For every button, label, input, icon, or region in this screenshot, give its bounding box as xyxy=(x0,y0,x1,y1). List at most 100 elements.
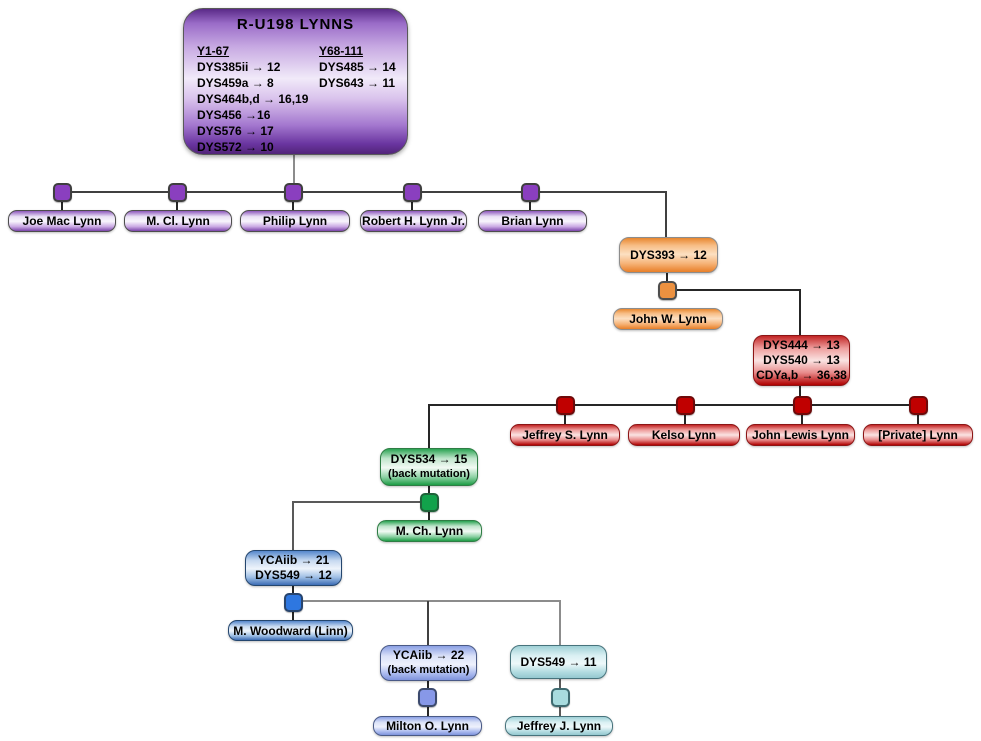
connector xyxy=(300,600,561,602)
connector xyxy=(559,601,561,645)
mutation-box: YCAiib → 21 DYS549 → 12 xyxy=(245,550,342,586)
marker: DYS572 → 10 xyxy=(197,140,274,154)
person-name: M. Woodward (Linn) xyxy=(233,623,348,638)
person-name: John Lewis Lynn xyxy=(752,428,849,442)
connector xyxy=(666,272,668,284)
connector xyxy=(917,414,919,424)
connector xyxy=(293,155,295,192)
person-name: Brian Lynn xyxy=(501,214,564,228)
junction-node-green xyxy=(420,493,439,512)
junction-node-red xyxy=(909,396,928,415)
mutation-label: DYS549 → 12 xyxy=(255,568,332,582)
connector xyxy=(428,511,430,521)
junction-node-orange xyxy=(658,281,677,300)
mutation-label: DYS444 → 13 xyxy=(763,338,840,352)
junction-node-cyan xyxy=(551,688,570,707)
connector xyxy=(61,191,667,193)
connector xyxy=(411,199,413,211)
connector xyxy=(61,199,63,211)
column-header: Y68-111 xyxy=(319,44,364,58)
connector xyxy=(665,191,667,237)
mutation-label: DYS393 → 12 xyxy=(630,247,707,262)
connector xyxy=(427,704,429,717)
connector xyxy=(801,414,803,424)
mutation-box: DYS393 → 12 xyxy=(619,237,718,273)
marker: DYS576 → 17 xyxy=(197,124,274,138)
person-box: Joe Mac Lynn xyxy=(8,210,116,232)
marker: DYS643 → 11 xyxy=(319,76,396,90)
person-name: John W. Lynn xyxy=(629,312,707,326)
person-box: John Lewis Lynn xyxy=(746,424,855,446)
person-name: M. Cl. Lynn xyxy=(146,214,210,228)
person-name: Jeffrey S. Lynn xyxy=(522,428,608,442)
person-box: Kelso Lynn xyxy=(628,424,740,446)
marker: DYS459a → 8 xyxy=(197,76,274,90)
column-header: Y1-67 xyxy=(197,44,230,58)
mutation-label: YCAiib → 21 xyxy=(257,553,330,567)
junction-node-purple xyxy=(403,183,422,202)
marker: DYS464b,d → 16,19 xyxy=(197,92,309,106)
person-box: Philip Lynn xyxy=(240,210,350,232)
connector xyxy=(559,704,561,717)
mutation-label: CDYa,b → 36,38 xyxy=(756,368,847,382)
connector xyxy=(667,289,801,291)
person-box: Jeffrey S. Lynn xyxy=(510,424,620,446)
junction-node-red xyxy=(793,396,812,415)
connector xyxy=(427,679,429,690)
junction-node-periwinkle xyxy=(418,688,437,707)
connector xyxy=(292,199,294,211)
mutation-label: DYS549 → 11 xyxy=(520,654,597,669)
mutation-note: (back mutation) xyxy=(387,664,470,676)
person-box: Brian Lynn xyxy=(478,210,587,232)
person-name: Milton O. Lynn xyxy=(386,719,469,733)
connector xyxy=(292,610,294,621)
connector xyxy=(292,584,294,594)
connector xyxy=(176,199,178,211)
connector xyxy=(799,385,801,406)
marker: DYS385ii → 12 xyxy=(197,60,281,74)
connector xyxy=(292,501,422,503)
mutation-box: DYS549 → 11 xyxy=(510,645,607,679)
person-box: Milton O. Lynn xyxy=(373,716,482,736)
person-name: Kelso Lynn xyxy=(651,428,717,442)
marker: DYS456 →16 xyxy=(197,108,271,122)
marker: DYS485 → 14 xyxy=(319,60,396,74)
junction-node-red xyxy=(676,396,695,415)
connector xyxy=(684,414,686,424)
mutation-box: DYS534 → 15 (back mutation) xyxy=(380,448,478,486)
connector xyxy=(799,289,801,335)
person-name: M. Ch. Lynn xyxy=(395,524,464,538)
person-name: Joe Mac Lynn xyxy=(22,214,102,228)
junction-node-purple xyxy=(284,183,303,202)
mutation-label: DYS540 → 13 xyxy=(763,353,840,367)
person-box: John W. Lynn xyxy=(613,308,723,330)
mutation-note: (back mutation) xyxy=(388,468,470,480)
mutation-label: DYS534 → 15 xyxy=(390,452,468,466)
person-box: Robert H. Lynn Jr. xyxy=(360,210,467,232)
connector xyxy=(428,404,919,406)
root-haplogroup-box: R-U198 LYNNS Y1-67 DYS385ii → 12 DYS459a… xyxy=(183,8,408,155)
junction-node-purple xyxy=(521,183,540,202)
person-box: M. Cl. Lynn xyxy=(124,210,232,232)
junction-node-red xyxy=(556,396,575,415)
marker-column-y1-67: Y1-67 DYS385ii → 12 DYS459a → 8 DYS464b,… xyxy=(197,43,308,155)
person-name: [Private] Lynn xyxy=(878,428,958,442)
person-name: Jeffrey J. Lynn xyxy=(516,719,602,733)
root-title: R-U198 LYNNS xyxy=(236,16,355,33)
person-name: Philip Lynn xyxy=(262,214,328,228)
mutation-box: DYS444 → 13 DYS540 → 13 CDYa,b → 36,38 xyxy=(753,335,850,386)
person-name: Robert H. Lynn Jr. xyxy=(362,214,465,228)
junction-node-blue xyxy=(284,593,303,612)
mutation-box: YCAiib → 22 (back mutation) xyxy=(380,645,477,681)
connector xyxy=(529,199,531,211)
connector xyxy=(564,414,566,424)
person-box: M. Ch. Lynn xyxy=(377,520,482,542)
connector xyxy=(428,406,430,448)
connector xyxy=(427,601,429,645)
connector xyxy=(559,677,561,690)
connector xyxy=(292,501,294,550)
person-box: [Private] Lynn xyxy=(863,424,973,446)
junction-node-purple xyxy=(53,183,72,202)
connector xyxy=(428,485,430,495)
